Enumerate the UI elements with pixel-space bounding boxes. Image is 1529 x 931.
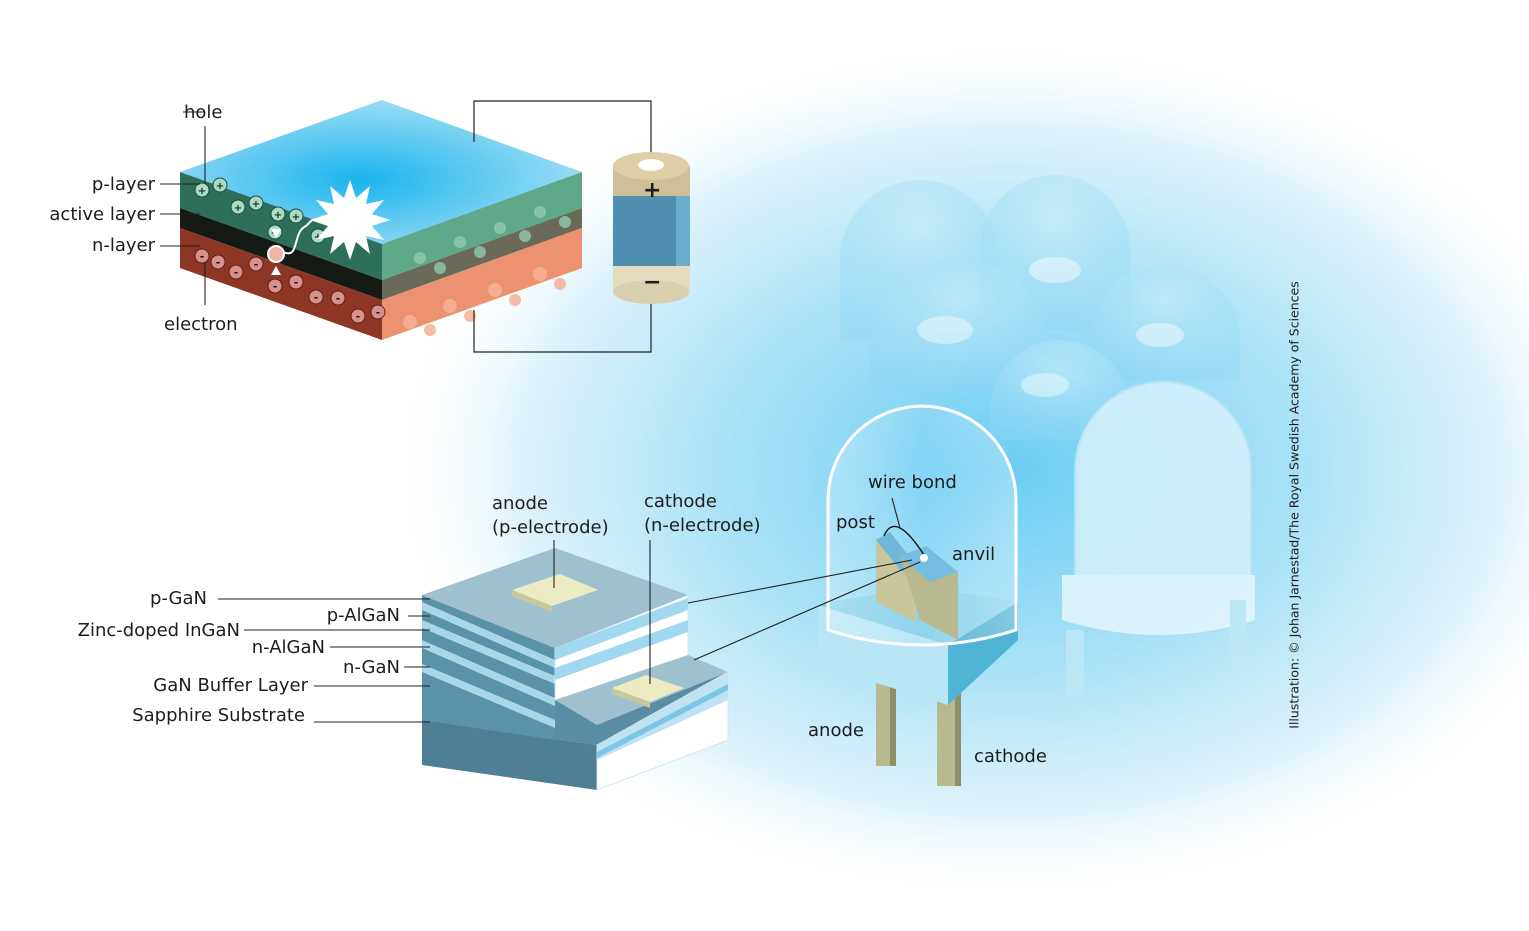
battery-minus-label: − xyxy=(643,270,662,295)
circuit-wire-top xyxy=(473,100,652,158)
led-dome xyxy=(826,404,1018,647)
chip-stack xyxy=(422,548,729,791)
battery-plus-label: + xyxy=(643,178,662,203)
svg-text:+: + xyxy=(234,203,242,214)
n-layer-label: n-layer xyxy=(91,235,155,256)
svg-text:-: - xyxy=(273,280,278,293)
wire-bond-label: wire bond xyxy=(868,472,957,493)
svg-text:-: - xyxy=(234,266,239,279)
svg-text:-: - xyxy=(376,306,381,319)
active-layer-label: active layer xyxy=(49,204,155,225)
illustration-credit: Illustration: © Johan Jarnestad/The Roya… xyxy=(1286,281,1302,729)
svg-text:+: + xyxy=(274,210,282,221)
layer-buffer-label: GaN Buffer Layer xyxy=(153,675,308,696)
circuit-wire-bottom xyxy=(473,292,652,353)
svg-text:-: - xyxy=(336,292,341,305)
layer-sapphire-label: Sapphire Substrate xyxy=(132,705,305,726)
svg-text:+: + xyxy=(292,212,300,223)
svg-text:-: - xyxy=(294,276,299,289)
chip-anode-label: anode (p-electrode) xyxy=(492,493,609,538)
hole-arrow xyxy=(271,229,281,238)
svg-text:+: + xyxy=(252,199,260,210)
layer-n-gan-label: n-GaN xyxy=(342,657,400,678)
pn-junction-block: +++ +++ +++ --- --- ---- xyxy=(180,100,582,340)
svg-text:-: - xyxy=(356,310,361,323)
post-label: post xyxy=(836,512,875,533)
p-electrode xyxy=(512,574,598,606)
layer-p-algan-label: p-AlGaN xyxy=(326,605,400,626)
svg-text:+: + xyxy=(314,232,322,243)
electron-label: electron xyxy=(164,314,238,335)
layer-n-algan-label: n-AlGaN xyxy=(251,637,325,658)
led-anode-label: anode xyxy=(808,720,864,741)
electron-arrow xyxy=(271,266,281,275)
svg-text:-: - xyxy=(314,291,319,304)
layer-p-gan-label: p-GaN xyxy=(149,588,207,609)
svg-text:-: - xyxy=(216,256,221,269)
svg-text:-: - xyxy=(200,250,205,263)
hole-label: hole xyxy=(184,102,223,123)
p-layer-label: p-layer xyxy=(91,174,155,195)
photon-path xyxy=(282,219,313,255)
anvil-label: anvil xyxy=(952,544,996,565)
recombination-point xyxy=(267,245,285,263)
svg-text:+: + xyxy=(216,181,224,192)
led-package xyxy=(818,404,1018,786)
electron-particles: --- --- ---- xyxy=(194,248,386,324)
layer-zinc-ingan-label: Zinc-doped InGaN xyxy=(77,620,240,641)
battery-icon xyxy=(613,152,690,304)
leader-lines xyxy=(160,111,921,723)
svg-text:+: + xyxy=(198,186,206,197)
ghost-led-right xyxy=(1062,381,1255,696)
svg-text:-: - xyxy=(254,258,259,271)
led-cathode-label: cathode xyxy=(974,746,1047,767)
chip-cathode-label: cathode (n-electrode) xyxy=(644,491,761,536)
light-burst-icon xyxy=(310,180,390,260)
n-electrode xyxy=(612,675,684,702)
